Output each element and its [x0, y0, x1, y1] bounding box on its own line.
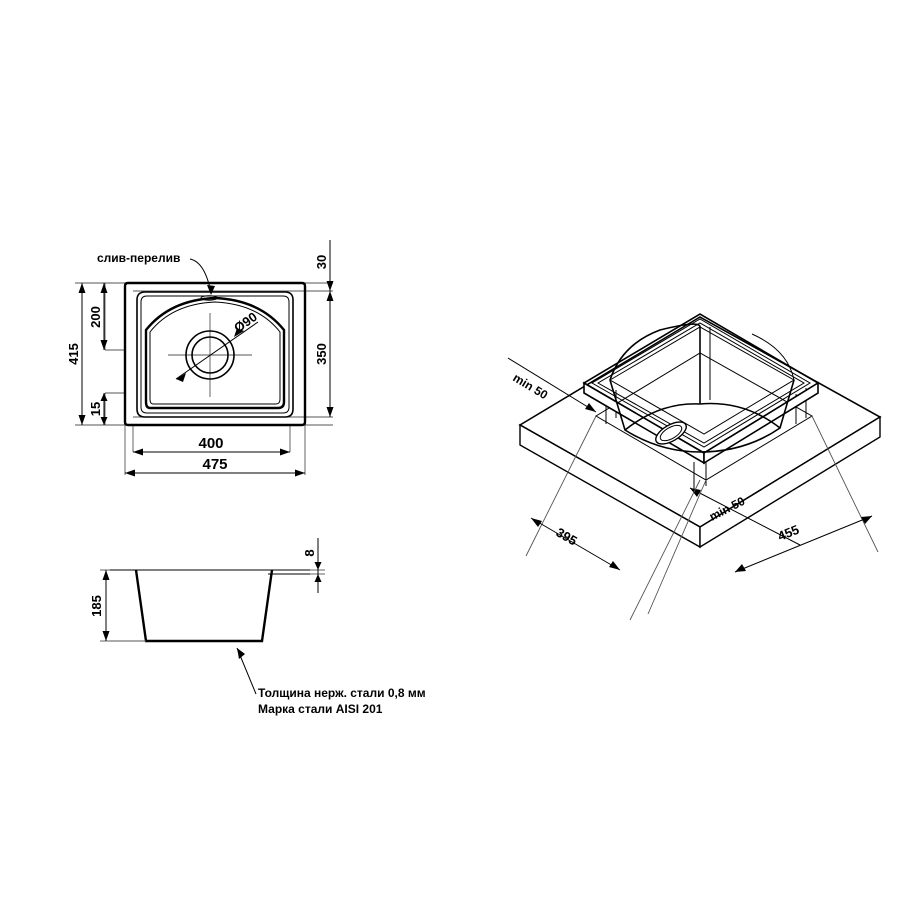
section-view-group: 185 8 Толщина нерж. стали 0,8 мм Марка с…: [89, 538, 426, 716]
dim-bowl-height: 350: [314, 291, 334, 417]
overflow-hole: [200, 295, 218, 301]
drain-outer-circle: [185, 330, 235, 380]
bowl-outer-edge: [136, 291, 294, 418]
dim-min50-left-label: min 50: [510, 371, 550, 403]
bowl-rim-inner: [140, 295, 290, 414]
drain-inner-circle: [191, 336, 229, 374]
dim-lower-inner: 15: [88, 393, 108, 425]
dim-overall-width: 475: [125, 456, 305, 477]
dim-lower-inner-label: 15: [88, 402, 103, 416]
dim-min50-left: min 50: [507, 357, 597, 413]
section-bowl-profile: [134, 569, 274, 643]
drain-diameter-label: Ø90: [231, 309, 260, 335]
dim-rim-thickness: 8: [302, 538, 322, 593]
bowl-bottom-left-edge: [624, 403, 701, 431]
countertop-right-edge: [699, 415, 881, 549]
dim-bowl-top-offset-label: 30: [314, 255, 329, 269]
dim-bowl-width: 400: [133, 435, 290, 456]
dim-rim-thickness-label: 8: [302, 549, 317, 556]
dim-overall-height: 415: [66, 283, 86, 425]
overflow-callout-label: слив-перелив: [97, 251, 180, 265]
drain-hole-iso: [655, 421, 687, 445]
dim-overall-height-label: 415: [66, 343, 81, 365]
bowl-bottom-right-edge: [699, 402, 781, 429]
dim-overall-width-label: 475: [202, 456, 227, 473]
dim-upper-inner-label: 200: [88, 306, 103, 328]
dim-cutout-length-label: 455: [776, 522, 802, 544]
dim-bowl-width-label: 400: [198, 435, 223, 452]
dim-section-depth-label: 185: [89, 595, 104, 617]
material-note-leader: [236, 647, 257, 695]
sink-rim-right-thickness: [703, 381, 819, 465]
section-extension-lines: [100, 569, 325, 642]
dim-cutout-width-label: 395: [554, 525, 580, 549]
bowl-back-wall-right: [751, 333, 795, 381]
dim-section-depth: 185: [89, 570, 110, 641]
bowl-back-wall-left: [609, 323, 701, 381]
bowl-basin-outline: [144, 296, 286, 410]
sink-outer-flange: [123, 281, 307, 427]
dim-cutout-length: 455: [647, 415, 879, 615]
drain-diameter-leader: [175, 321, 259, 382]
drain-hole-inner-iso: [659, 424, 683, 442]
top-view-group: Ø90 слив-перелив 415 200 15: [66, 240, 334, 477]
dim-bowl-height-label: 350: [314, 343, 329, 365]
isometric-view-group: min 50 min 50 395 455: [507, 313, 882, 621]
dim-upper-inner: 200: [88, 283, 108, 350]
overflow-callout-leader: [189, 258, 215, 295]
material-grade-note: Марка стали AISI 201: [258, 702, 383, 716]
dim-bowl-top-offset: 30: [314, 240, 334, 291]
bowl-basin-inner: [149, 301, 281, 405]
material-thickness-note: Толщина нерж. стали 0,8 мм: [258, 686, 426, 700]
bowl-interior-front-wall: [609, 379, 795, 453]
sink-rim-groove-iso: [596, 322, 805, 444]
